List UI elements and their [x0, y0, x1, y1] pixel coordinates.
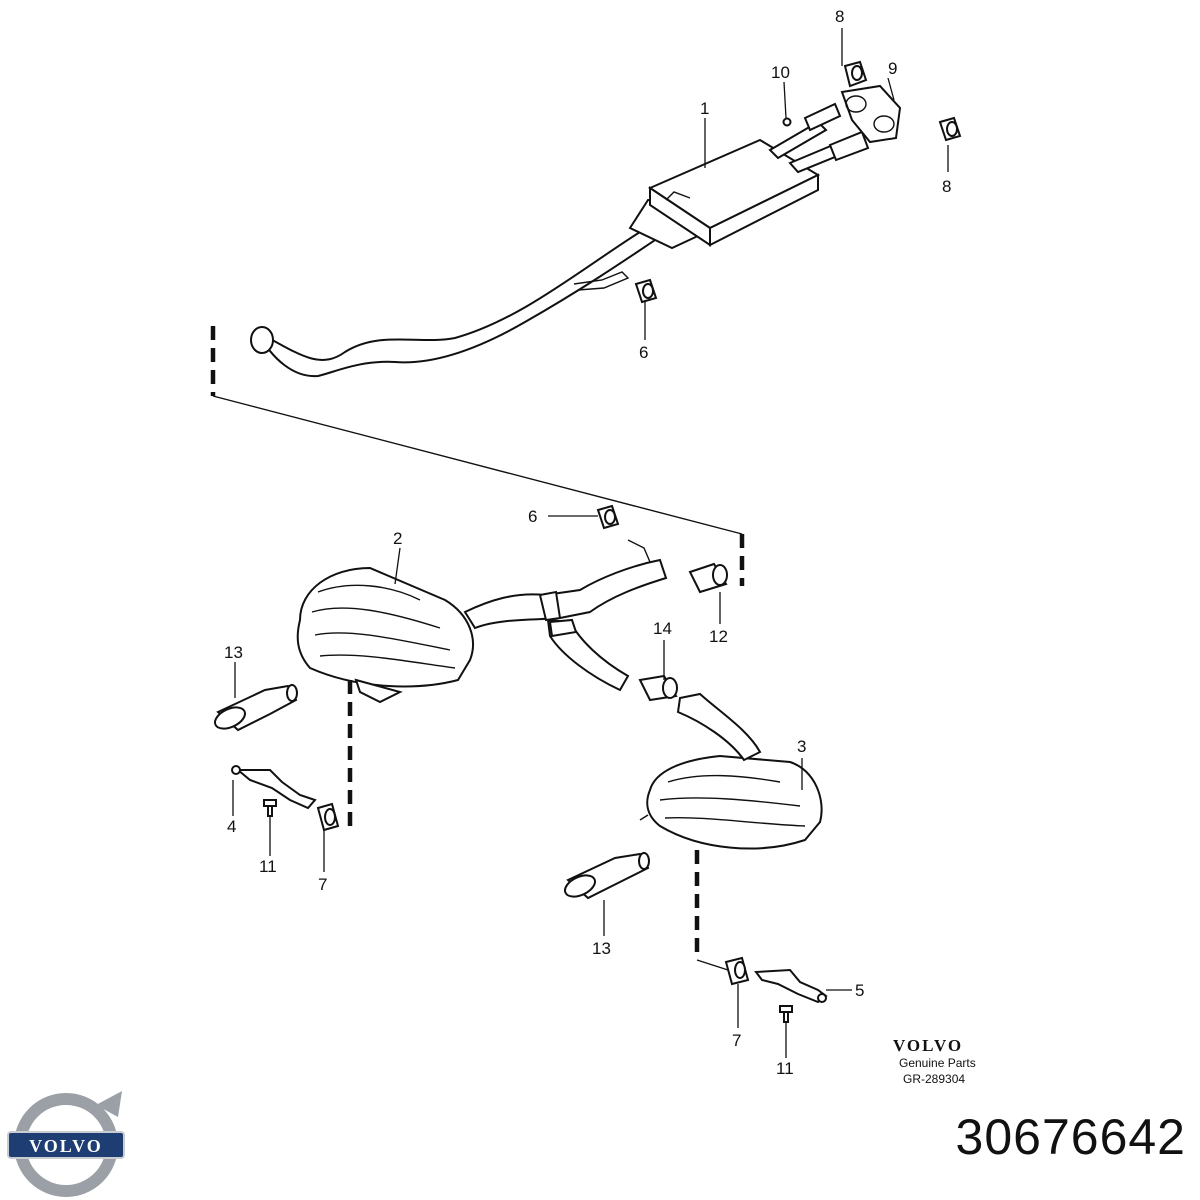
rear-y-pipe — [463, 539, 762, 762]
callout-13-right: 13 — [592, 939, 611, 958]
callout-6-rear: 6 — [528, 507, 537, 526]
connection-line-diagonal — [212, 395, 743, 535]
rubber-hanger-8a — [843, 60, 868, 88]
rubber-hanger-7b — [724, 956, 750, 986]
rubber-hanger-6b — [596, 504, 620, 530]
callout-11-right: 11 — [776, 1059, 794, 1078]
logo-wordmark: VOLVO — [29, 1136, 103, 1156]
hanger-line-right-link — [696, 959, 729, 971]
nut-10 — [782, 117, 792, 127]
bracket-4 — [231, 765, 317, 810]
rubber-hanger-7a — [316, 802, 340, 832]
callout-4: 4 — [227, 817, 236, 836]
bolt-11a — [263, 799, 277, 817]
volvo-logo: VOLVO — [7, 1091, 125, 1197]
tailpipe-tip-right — [564, 852, 650, 900]
bracket-5 — [754, 968, 828, 1004]
leader-lines — [232, 28, 949, 1058]
callout-7-left: 7 — [318, 875, 327, 894]
callout-8-right: 8 — [942, 177, 951, 196]
front-pipe-assembly — [250, 84, 902, 378]
callout-1: 1 — [700, 99, 709, 118]
clamp-12 — [688, 562, 728, 594]
genuine-parts-label: Genuine Parts — [899, 1056, 976, 1070]
bolt-11b — [779, 1005, 793, 1023]
tailpipe-tip-left — [214, 684, 298, 732]
clamp-14 — [638, 674, 678, 702]
callout-10: 10 — [771, 63, 790, 82]
callout-2: 2 — [393, 529, 402, 548]
right-rear-silencer — [639, 754, 823, 850]
rubber-hanger-6a — [634, 278, 658, 304]
rubber-hanger-8b — [938, 116, 962, 142]
callout-11-left: 11 — [259, 857, 277, 876]
diagram-reference-code: GR-289304 — [903, 1072, 966, 1086]
callout-12: 12 — [709, 627, 728, 646]
callout-13-left: 13 — [224, 643, 243, 662]
callout-3: 3 — [797, 737, 806, 756]
callout-9: 9 — [888, 59, 897, 78]
left-rear-silencer — [296, 566, 474, 704]
callout-8-top: 8 — [835, 7, 844, 26]
callout-6-top: 6 — [639, 343, 648, 362]
brand-wordmark: VOLVO — [893, 1036, 964, 1055]
callout-5: 5 — [855, 981, 864, 1000]
part-number: 30676642 — [955, 1109, 1186, 1165]
callout-7-right: 7 — [732, 1031, 741, 1050]
callout-14: 14 — [653, 619, 672, 638]
